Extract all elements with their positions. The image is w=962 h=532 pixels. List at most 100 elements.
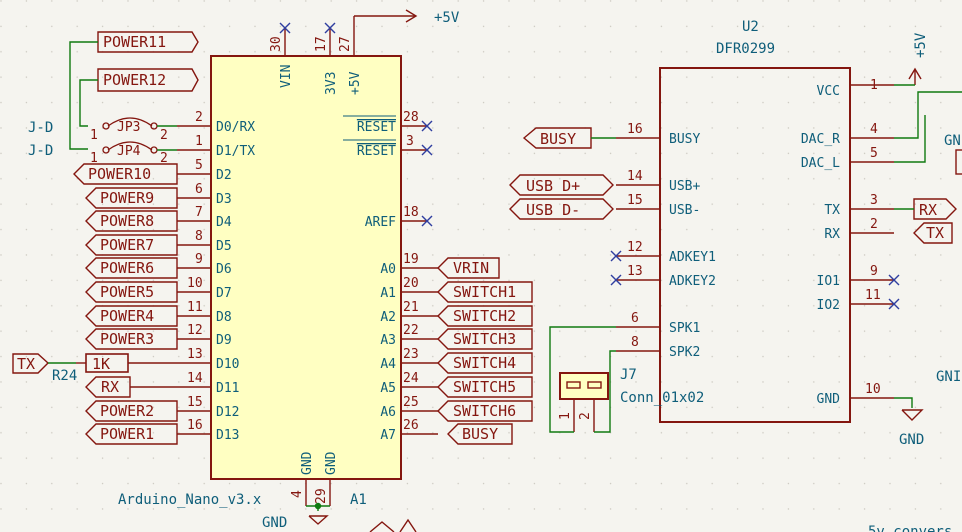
power-label: GND <box>262 515 287 531</box>
pin-number: 2 <box>195 110 203 125</box>
pin-name: RESET <box>357 120 396 135</box>
net-label-power6[interactable]: POWER6 <box>85 257 178 279</box>
label-text: SWITCH1 <box>453 283 516 301</box>
net-label-power1[interactable]: POWER1 <box>85 423 178 445</box>
net-label-power2[interactable]: POWER2 <box>85 400 178 422</box>
label-text: SWITCH2 <box>453 307 516 325</box>
net-label-power11[interactable]: POWER11 <box>97 31 199 53</box>
pin-name: A0 <box>380 262 396 277</box>
pin-name: IO2 <box>817 298 840 313</box>
pin-number: 2 <box>578 412 593 420</box>
label-text: POWER5 <box>100 283 154 301</box>
net-label-busy-a7[interactable]: BUSY <box>447 423 513 445</box>
pin-name: VIN <box>279 65 294 88</box>
jumper-ref: JP3 <box>117 120 140 135</box>
pin-name: USB- <box>669 203 700 218</box>
pin-number: 21 <box>403 300 419 315</box>
pin-name: D3 <box>216 192 232 207</box>
label-text: POWER1 <box>100 425 154 443</box>
pin-number: 27 <box>338 36 353 52</box>
net-label-power4[interactable]: POWER4 <box>85 305 178 327</box>
pin-name: VCC <box>817 84 840 99</box>
pin-number: 19 <box>403 252 419 267</box>
arduino-right-pin-names: RESET RESET AREF A0 A1 A2 A3 A4 A5 A6 A7 <box>343 115 396 443</box>
pin-number: 8 <box>631 335 639 350</box>
label-text: POWER7 <box>100 236 154 254</box>
label-text: BUSY <box>540 130 576 148</box>
pin-number: 11 <box>187 300 203 315</box>
label-text: POWER2 <box>100 402 154 420</box>
pin-number: 23 <box>403 347 419 362</box>
pin-name: D9 <box>216 333 232 348</box>
pin-name: D4 <box>216 215 232 230</box>
jumper-jp3[interactable]: JP3 1 2 J-D <box>28 117 168 143</box>
net-label-usb-dplus[interactable]: USB D+ <box>509 174 614 196</box>
net-label-power5[interactable]: POWER5 <box>85 281 178 303</box>
pin-name: TX <box>824 203 840 218</box>
pin-number: 25 <box>403 395 419 410</box>
label-text: POWER3 <box>100 330 154 348</box>
pin-name: ADKEY1 <box>669 250 716 265</box>
partial-label: 5v convers <box>868 524 952 532</box>
pin-number: 7 <box>195 205 203 220</box>
label-text: SWITCH4 <box>453 354 516 372</box>
label-text: SWITCH6 <box>453 402 516 420</box>
pin-name: DAC_R <box>801 132 840 147</box>
pin-number: 6 <box>631 311 639 326</box>
net-label-power7[interactable]: POWER7 <box>85 234 178 256</box>
power-5v-df-symbol: +5V <box>908 32 929 85</box>
pin-number: 6 <box>195 182 203 197</box>
connector-j7[interactable]: 1 2 J7 Conn_01x02 <box>558 367 704 432</box>
net-label-df-tx[interactable]: TX <box>913 222 953 244</box>
net-label-vrin[interactable]: VRIN <box>437 257 500 279</box>
pin-number: 28 <box>403 110 419 125</box>
dfplayer-right-pin-numbers: 1 4 5 3 2 9 11 10 <box>865 78 881 397</box>
pin-name: +5V <box>348 71 363 95</box>
connector-ref: J7 <box>620 367 637 383</box>
pin-number: 1 <box>558 412 573 420</box>
pin-number: 30 <box>269 36 284 52</box>
net-label-power9[interactable]: POWER9 <box>85 187 178 209</box>
pin-number: 17 <box>314 36 329 52</box>
pin-name: GND <box>817 392 841 407</box>
net-label-switch6[interactable]: SWITCH6 <box>437 400 533 422</box>
net-label-power12[interactable]: POWER12 <box>97 68 199 92</box>
arduino-value: Arduino_Nano_v3.x <box>118 492 261 508</box>
partial-label: GN <box>944 133 961 149</box>
net-label-switch1[interactable]: SWITCH1 <box>437 281 533 303</box>
jumper-jp4[interactable]: JP4 1 2 J-D <box>28 141 168 166</box>
label-text: RX <box>101 378 119 396</box>
net-label-power8[interactable]: POWER8 <box>85 210 178 232</box>
pin-number: 8 <box>195 229 203 244</box>
net-label-df-rx[interactable]: RX <box>913 198 957 220</box>
dfplayer-symbol[interactable]: U2 DFR0299 16 14 15 12 13 6 8 BUSY USB+ … <box>616 19 894 423</box>
pin-number: 1 <box>195 134 203 149</box>
pin-name: D0/RX <box>216 120 255 135</box>
pin-number: 1 <box>90 128 98 143</box>
dfplayer-no-connect-markers <box>610 250 900 310</box>
label-text: TX <box>926 224 944 242</box>
net-label-power3[interactable]: POWER3 <box>85 328 178 350</box>
net-label-switch4[interactable]: SWITCH4 <box>437 352 533 374</box>
net-label-usb-dminus[interactable]: USB D- <box>509 198 614 220</box>
power-5v-symbol: +5V <box>354 9 460 26</box>
pin-number: 1 <box>90 151 98 166</box>
pin-name: DAC_L <box>801 156 840 171</box>
label-text: VRIN <box>453 259 489 277</box>
jumper-value: J-D <box>28 120 53 136</box>
pin-number: 18 <box>403 205 419 220</box>
label-text: POWER8 <box>100 212 154 230</box>
pin-number: 15 <box>187 395 203 410</box>
net-label-tx[interactable]: TX <box>12 353 50 374</box>
pin-name: D5 <box>216 239 232 254</box>
net-label-switch5[interactable]: SWITCH5 <box>437 376 533 398</box>
net-label-switch2[interactable]: SWITCH2 <box>437 305 533 327</box>
pin-name: A7 <box>380 428 396 443</box>
arduino-nano-symbol[interactable]: 2 1 5 6 7 8 9 10 11 12 13 14 15 16 D0/RX… <box>118 16 438 508</box>
arduino-bottom-pins: GND GND 4 29 <box>290 451 339 504</box>
resistor-r24[interactable]: 1K R24 <box>52 353 177 384</box>
net-label-switch3[interactable]: SWITCH3 <box>437 328 533 350</box>
right-net-labels: VRIN SWITCH1 SWITCH2 SWITCH3 SWITCH4 SWI… <box>437 257 533 445</box>
pin-number: 26 <box>403 418 419 433</box>
net-label-power10[interactable]: POWER10 <box>73 163 178 185</box>
